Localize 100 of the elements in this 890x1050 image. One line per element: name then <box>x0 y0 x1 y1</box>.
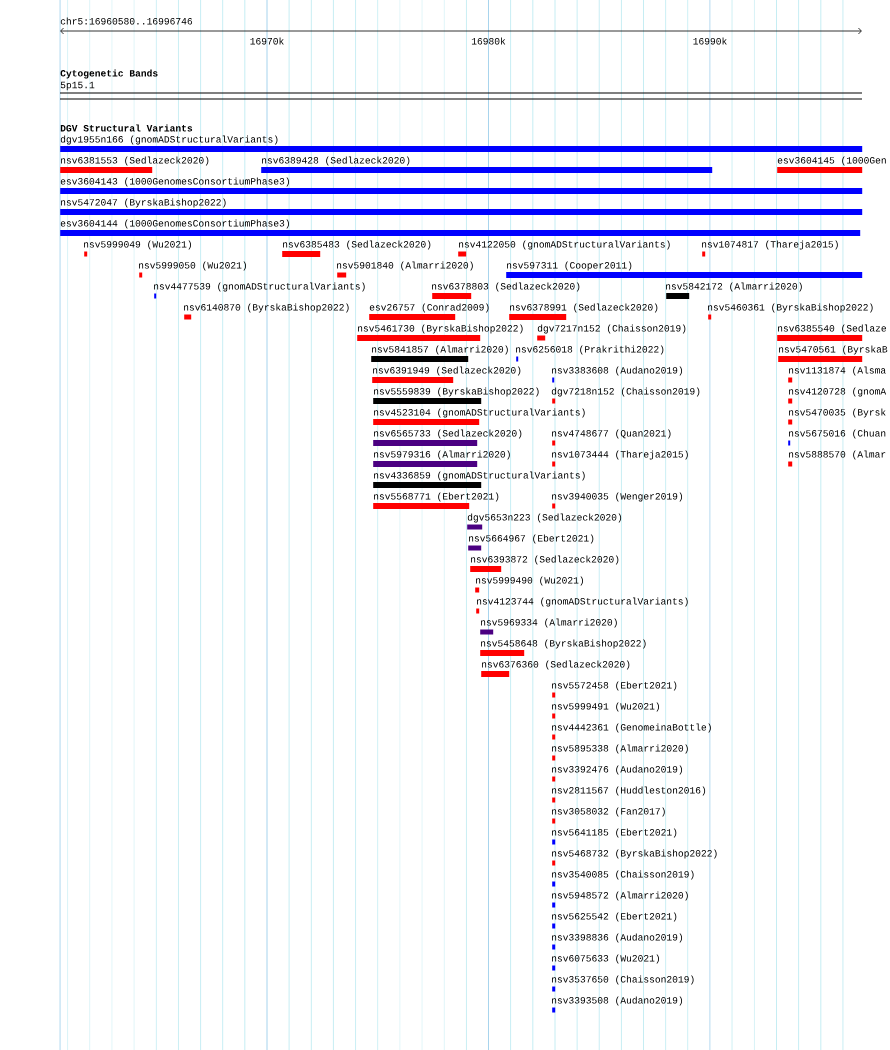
variant-feature: nsv4123744 (gnomADStructuralVariants) <box>476 597 688 614</box>
variant-feature: nsv6565733 (Sedlazeck2020) <box>373 429 522 446</box>
variant-feature: nsv4120728 (gnomA <box>788 387 887 404</box>
node-label: esv26757 (Conrad2009) <box>369 303 489 313</box>
node-label: nsv3537650 (Chaisson2019) <box>552 975 694 985</box>
node-label: nsv6389428 (Sedlazeck2020) <box>262 156 410 166</box>
node-label: nsv3392476 (Audano2019) <box>552 765 683 775</box>
variant-feature: nsv597311 (Cooper2011) <box>506 261 863 278</box>
variant-feature: nsv5948572 (Almarri2020) <box>552 891 688 908</box>
node-label: nsv5979316 (Almarri2020) <box>374 450 510 460</box>
node-label: nsv5675016 (Chuan <box>789 429 886 439</box>
variant-feature: nsv3058032 (Fan2017) <box>552 807 665 824</box>
variant-feature: nsv5572458 (Ebert2021) <box>552 681 677 698</box>
variant-feature: nsv4748677 (Quan2021) <box>552 429 671 446</box>
variant-feature: esv26757 (Conrad2009) <box>369 303 489 320</box>
variant-feature: nsv5461730 (ByrskaBishop2022) <box>357 324 523 341</box>
node-label: nsv5888570 (Almar <box>789 450 886 460</box>
variant-feature: nsv5625542 (Ebert2021) <box>552 912 677 929</box>
node-label: nsv6256018 (Prakrithi2022) <box>516 345 664 355</box>
node-label: nsv4442361 (GenomeinaBottle) <box>552 723 711 733</box>
band-label: 5p15.1 <box>60 81 95 91</box>
variant-feature: nsv6393872 (Sedlazeck2020) <box>470 555 619 572</box>
coordinate-range: chr5:16960580..16996746 <box>60 17 193 25</box>
variant-feature: nsv5842172 (Almarri2020) <box>666 282 802 299</box>
tick-label: 16990k <box>693 37 727 45</box>
node-label: nsv6075633 (Wu2021) <box>552 954 660 964</box>
variant-feature: nsv4122050 (gnomADStructuralVariants) <box>458 240 670 257</box>
variant-feature: dgv1955n166 (gnomADStructuralVariants) <box>60 135 863 152</box>
variant-feature: nsv5641185 (Ebert2021) <box>552 828 677 845</box>
node-label: esv3604144 (1000GenomesConsortiumPhase3) <box>60 219 289 229</box>
node-label: nsv5999050 (Wu2021) <box>139 261 247 271</box>
variant-feature: nsv6385540 (Sedlaze <box>777 324 886 341</box>
variant-feature: nsv6385483 (Sedlazeck2020) <box>282 240 431 257</box>
node-label: nsv5901840 (Almarri2020) <box>337 261 473 271</box>
variant-feature: nsv5559839 (ByrskaBishop2022) <box>373 387 539 404</box>
node-label: nsv5470035 (Byrsk <box>789 408 886 418</box>
node-label: nsv6378991 (Sedlazeck2020) <box>510 303 658 313</box>
node-label: nsv4523104 (gnomADStructuralVariants) <box>374 408 585 418</box>
variant-feature: nsv4336859 (gnomADStructuralVariants) <box>373 471 585 488</box>
node-label: nsv4336859 (gnomADStructuralVariants) <box>374 471 585 481</box>
variant-feature: esv3604144 (1000GenomesConsortiumPhase3) <box>60 219 861 236</box>
node-label: esv3604145 (1000Gen <box>777 156 886 166</box>
node-label: nsv5559839 (ByrskaBishop2022) <box>374 387 539 397</box>
node-label: nsv5999491 (Wu2021) <box>552 702 660 712</box>
node-label: nsv5468732 (ByrskaBishop2022) <box>552 849 717 859</box>
node-label: nsv6140870 (ByrskaBishop2022) <box>184 303 349 313</box>
node-label: nsv5948572 (Almarri2020) <box>552 891 688 901</box>
variant-feature: nsv3537650 (Chaisson2019) <box>552 975 694 992</box>
variant-feature: nsv5470035 (Byrsk <box>788 408 886 425</box>
node-label: nsv4748677 (Quan2021) <box>552 429 671 439</box>
variant-feature: nsv2811567 (Huddleston2016) <box>552 786 706 803</box>
node-label: nsv5895338 (Almarri2020) <box>552 744 688 754</box>
variant-feature: nsv4523104 (gnomADStructuralVariants) <box>373 408 585 425</box>
node-label: nsv5572458 (Ebert2021) <box>552 681 677 691</box>
node-label: nsv5999490 (Wu2021) <box>476 576 584 586</box>
variant-feature: nsv6075633 (Wu2021) <box>552 954 659 971</box>
variant-feature: nsv3383608 (Audano2019) <box>552 366 683 383</box>
node-label: nsv3383608 (Audano2019) <box>552 366 683 376</box>
node-label: nsv5841857 (Almarri2020) <box>372 345 508 355</box>
variant-feature: nsv6378991 (Sedlazeck2020) <box>509 303 658 320</box>
variant-feature: nsv3940035 (Wenger2019) <box>552 492 683 509</box>
node-label: nsv5470561 (ByrskaB <box>779 345 888 355</box>
node-label: nsv6391949 (Sedlazeck2020) <box>373 366 521 376</box>
variant-feature: nsv5999490 (Wu2021) <box>475 576 583 593</box>
variant-feature: nsv5470561 (ByrskaB <box>778 345 888 362</box>
variant-feature: nsv5568771 (Ebert2021) <box>373 492 499 509</box>
node-label: nsv6378803 (Sedlazeck2020) <box>432 282 580 292</box>
variant-feature: nsv5999491 (Wu2021) <box>552 702 659 719</box>
node-label: nsv2811567 (Huddleston2016) <box>552 786 706 796</box>
node-label: nsv1074817 (Thareja2015) <box>702 240 838 250</box>
variant-feature: nsv1131874 (Alsma <box>788 366 886 383</box>
node-label: nsv6385483 (Sedlazeck2020) <box>283 240 431 250</box>
node-label: dgv5653n223 (Sedlazeck2020) <box>467 513 622 523</box>
variant-feature: nsv5999050 (Wu2021) <box>139 261 246 278</box>
variant-feature: nsv5458648 (ByrskaBishop2022) <box>480 639 646 656</box>
variant-feature: dgv7217n152 (Chaisson2019) <box>537 324 686 341</box>
variant-feature: nsv5999049 (Wu2021) <box>84 240 191 257</box>
node-label: nsv6376360 (Sedlazeck2020) <box>482 660 630 670</box>
node-label: nsv3540085 (Chaisson2019) <box>552 870 694 880</box>
variant-feature: nsv5979316 (Almarri2020) <box>373 450 510 467</box>
node-label: nsv3940035 (Wenger2019) <box>552 492 683 502</box>
variant-feature: nsv5888570 (Almar <box>788 450 886 467</box>
track-heading: Cytogenetic Bands <box>60 69 158 79</box>
variant-feature: nsv1073444 (Thareja2015) <box>552 450 688 467</box>
node-label: esv3604143 (1000GenomesConsortiumPhase3) <box>60 177 289 187</box>
node-label: nsv1073444 (Thareja2015) <box>552 450 688 460</box>
variant-feature: esv3604143 (1000GenomesConsortiumPhase3) <box>60 177 863 194</box>
variant-feature: nsv5472047 (ByrskaBishop2022) <box>60 198 863 215</box>
variant-feature: nsv5468732 (ByrskaBishop2022) <box>552 849 717 866</box>
variant-feature: nsv5895338 (Almarri2020) <box>552 744 688 761</box>
node-label: dgv1955n166 (gnomADStructuralVariants) <box>60 135 278 145</box>
node-label: nsv5458648 (ByrskaBishop2022) <box>481 639 646 649</box>
node-label: nsv5460361 (ByrskaBishop2022) <box>708 303 873 313</box>
variant-feature: nsv1074817 (Thareja2015) <box>702 240 838 257</box>
node-label: nsv3398836 (Audano2019) <box>552 933 683 943</box>
node-label: dgv7218n152 (Chaisson2019) <box>551 387 700 397</box>
node-label: nsv1131874 (Alsma <box>789 366 886 376</box>
node-label: nsv5625542 (Ebert2021) <box>552 912 677 922</box>
node-label: nsv5999049 (Wu2021) <box>84 240 192 250</box>
node-label: nsv3393508 (Audano2019) <box>552 996 683 1006</box>
